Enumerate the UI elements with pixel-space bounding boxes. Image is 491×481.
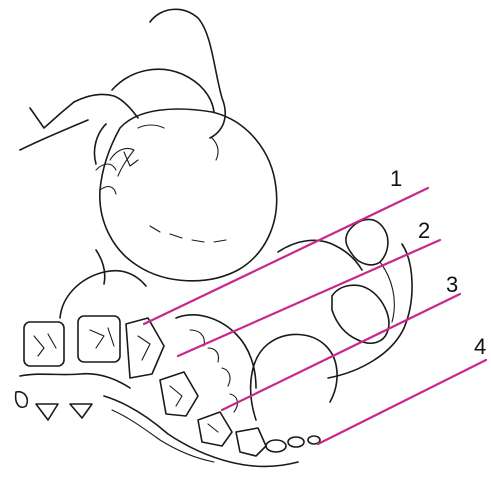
plane-label-4: 4 xyxy=(474,334,486,359)
vertebra xyxy=(78,316,120,362)
body-contour xyxy=(60,250,146,318)
coccyx-segment xyxy=(288,437,304,447)
plane-line-2 xyxy=(178,240,440,356)
coccyx-segment xyxy=(236,428,266,456)
plane-line-4 xyxy=(318,360,486,444)
vertebra xyxy=(24,322,64,366)
sacral-segment xyxy=(126,318,164,378)
maternal-outline xyxy=(20,9,225,164)
plane-label-3: 3 xyxy=(446,272,458,297)
pelvic-planes: 1 2 3 4 xyxy=(144,166,486,444)
plane-label-1: 1 xyxy=(390,166,402,191)
pelvic-floor xyxy=(176,315,337,420)
plane-label-2: 2 xyxy=(418,218,430,243)
coccyx-segment xyxy=(266,440,286,452)
fetal-head xyxy=(96,109,277,281)
plane-line-3 xyxy=(222,294,460,410)
pubic-symphysis xyxy=(278,219,412,378)
spine xyxy=(16,316,320,467)
